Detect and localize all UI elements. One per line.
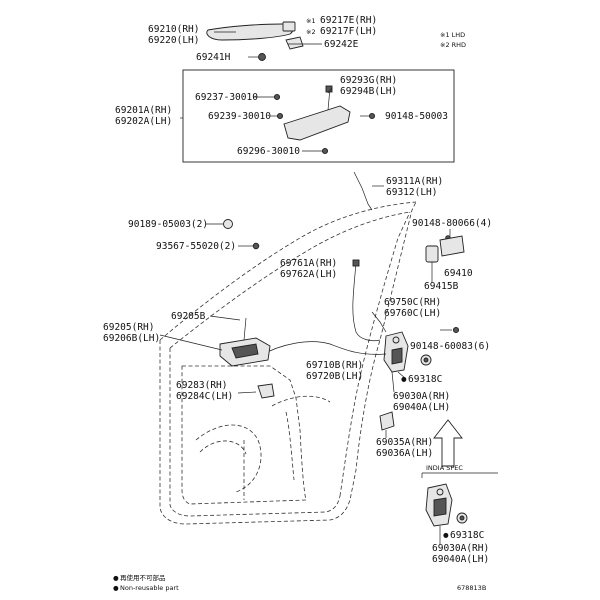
bolt-93567[interactable] [252,242,260,250]
label-69720b: 69720B(LH) [306,371,363,382]
frame-assembly-group [253,85,376,155]
label-69241h: 69241H [196,52,231,63]
note1-symbol: ※1 [306,17,316,25]
frame-screw-middle[interactable] [276,112,284,120]
door-lock-assembly-india[interactable] [425,483,453,527]
handle-cap-part[interactable] [285,36,304,50]
figure-id: 678813B [457,584,486,592]
label-69710b: 69710B(RH) [306,360,363,371]
striker-plate[interactable] [425,245,439,263]
label-69210: 69210(RH) [148,24,199,35]
footnote-en: Non-reusable part [120,584,179,592]
front-direction-arrow [433,419,463,467]
label-69296: 69296-30010 [237,146,300,157]
door-outline-group [159,201,417,525]
inside-handle-link[interactable] [243,317,247,341]
label-69415b: 69415B [424,281,459,292]
label-69205: 69205(RH) [103,322,154,333]
outside-door-handle[interactable] [206,23,294,41]
handle-pad-part[interactable] [258,53,266,61]
label-69206b: 69206B(LH) [103,333,160,344]
label-69311a: 69311A(RH) [386,176,443,187]
label-69760c: 69760C(LH) [384,308,441,319]
legend-rhd: ※2 RHD [440,41,466,49]
label-69284c: 69284C(LH) [176,391,233,402]
label-90189: 90189-05003(2) [128,219,208,230]
bolt-90148-60083[interactable] [452,326,460,334]
label-69312: 69312(LH) [386,187,437,198]
label-69217f: 69217F(LH) [320,26,377,37]
outside-lock-cable[interactable] [352,261,381,342]
footnote-dot-en: ● [113,584,119,592]
label-90148-80066: 90148-80066(4) [412,218,492,229]
india-spec-heading: INDIA SPEC [426,464,463,472]
lock-link-rod[interactable] [371,311,387,333]
footnote-zh: 再使用不可部品 [120,573,166,582]
label-69040a-india: 69040A(LH) [432,554,489,565]
label-69761a: 69761A(RH) [280,258,337,269]
handle-cover-part[interactable] [282,21,296,32]
label-69217e: 69217E(RH) [320,15,377,26]
footnote-dot-zh: ● [113,574,119,582]
label-93567: 93567-55020(2) [156,241,236,252]
label-69318c-india: 69318C [450,530,484,541]
inside-handle-assembly[interactable] [219,337,271,367]
label-69040a-main: 69040A(LH) [393,402,450,413]
label-69030a-india: 69030A(RH) [432,543,489,554]
frame-screw-upper[interactable] [273,93,281,101]
label-69762a: 69762A(LH) [280,269,337,280]
label-69237: 69237-30010 [195,92,258,103]
label-69750c: 69750C(RH) [384,297,441,308]
label-69283: 69283(RH) [176,380,227,391]
dot-mark-69318c-main: ● [401,375,407,383]
label-69201a: 69201A(RH) [115,105,172,116]
label-69293g: 69293G(RH) [340,75,397,86]
label-69030a-main: 69030A(RH) [393,391,450,402]
handle-frame-part[interactable] [283,105,351,141]
note2-symbol: ※2 [306,28,316,36]
dot-mark-69318c-india: ● [443,531,449,539]
frame-screw-lower[interactable] [321,147,329,155]
label-69036a: 69036A(LH) [376,448,433,459]
lock-cover-69035a[interactable] [379,411,395,431]
inside-lock-cable[interactable] [259,341,387,357]
label-69035a: 69035A(RH) [376,437,433,448]
handle-bezel-69283[interactable] [257,383,275,399]
door-lock-assembly-main[interactable] [383,331,409,373]
legend-lhd: ※1 LHD [440,31,465,39]
label-90148-60083: 90148-60083(6) [410,341,490,352]
screw-90189[interactable] [223,219,233,229]
striker-bracket[interactable] [439,235,465,257]
label-69239: 69239-30010 [208,111,271,122]
label-69242e: 69242E [324,39,359,50]
glass-run-channel[interactable] [353,171,373,211]
door-window-frame [159,201,417,525]
label-69410: 69410 [444,268,473,279]
label-69202a: 69202A(LH) [115,116,172,127]
label-69205b: 69205B [171,311,206,322]
frame-assembly-box [182,69,455,163]
frame-bolt-right[interactable] [368,112,376,120]
label-69220: 69220(LH) [148,35,199,46]
label-69318c-main: 69318C [408,374,442,385]
label-69294b: 69294B(LH) [340,86,397,97]
label-90148-50003: 90148-50003 [385,111,448,122]
outside-handle-group [206,21,322,61]
